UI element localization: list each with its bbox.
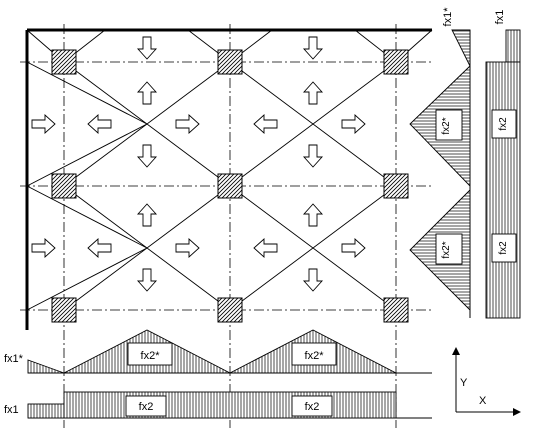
- arrow-right-icon: [175, 237, 200, 259]
- arrow-down-icon: [136, 144, 158, 168]
- label-right-fx2-upper: fx2: [498, 117, 509, 131]
- arrow-down-icon: [136, 268, 158, 292]
- column-a2: [51, 173, 77, 199]
- arrow-right-icon: [341, 237, 366, 259]
- arrow-down-icon: [302, 144, 324, 168]
- column-b2: [217, 173, 243, 199]
- label-bottom-fx1-star: fx1*: [4, 353, 24, 365]
- arrow-up-icon: [136, 81, 158, 105]
- arrow-up-icon: [302, 203, 324, 227]
- coordinate-axes: [452, 347, 521, 416]
- label-bottom-fx1: fx1: [4, 404, 19, 416]
- label-bottom-fx2-right: fx2: [305, 401, 320, 413]
- bottom-fx1-strip: [27, 403, 65, 419]
- column-a1: [51, 49, 77, 75]
- load-arrows: [31, 36, 366, 292]
- right-fx1-strip: [505, 29, 521, 63]
- arrow-left-icon: [87, 237, 112, 259]
- label-axis-y: Y: [460, 377, 468, 389]
- bottom-fx2-strip: [63, 391, 397, 419]
- right-uniform-diagram: [485, 29, 521, 319]
- arrow-left-icon: [253, 113, 278, 135]
- arrow-left-icon: [253, 237, 278, 259]
- arrow-down-icon: [136, 36, 158, 60]
- bottom-fx1-star-wedge: [27, 359, 65, 374]
- column-c2: [383, 173, 409, 199]
- right-fx2-strip: [485, 61, 521, 319]
- label-right-fx2-star-lower: fx2*: [441, 241, 452, 258]
- arrow-right-icon: [31, 237, 56, 259]
- column-c3: [383, 297, 409, 323]
- plan-walls: [25, 28, 432, 330]
- columns: [51, 49, 409, 323]
- label-top-right-fx1-star: fx1*: [442, 7, 454, 27]
- right-fx1-star-wedge: [451, 29, 471, 67]
- arrow-right-icon: [31, 113, 56, 135]
- label-top-right-fx1: fx1: [494, 10, 506, 25]
- column-b1: [217, 49, 243, 75]
- arrow-right-icon: [341, 113, 366, 135]
- label-right-fx2-star-upper: fx2*: [441, 117, 452, 134]
- column-c1: [383, 49, 409, 75]
- arrow-down-icon: [302, 36, 324, 60]
- label-bottom-fx2-left: fx2: [139, 401, 154, 413]
- arrow-up-icon: [136, 203, 158, 227]
- column-b3: [217, 297, 243, 323]
- label-bottom-fx2-star-right: fx2*: [305, 350, 325, 362]
- label-axis-x: X: [479, 395, 487, 407]
- arrow-right-icon: [175, 113, 200, 135]
- arrow-up-icon: [302, 81, 324, 105]
- label-right-fx2-lower: fx2: [498, 241, 509, 255]
- arrow-left-icon: [87, 113, 112, 135]
- bottom-triangle-diagram: [27, 329, 432, 374]
- bottom-uniform-diagram: [27, 391, 432, 419]
- right-triangle-diagram: [409, 29, 471, 318]
- tributary-lines: [26, 29, 433, 311]
- label-bottom-fx2-star-left: fx2*: [141, 350, 161, 362]
- arrow-down-icon: [302, 268, 324, 292]
- column-a3: [51, 297, 77, 323]
